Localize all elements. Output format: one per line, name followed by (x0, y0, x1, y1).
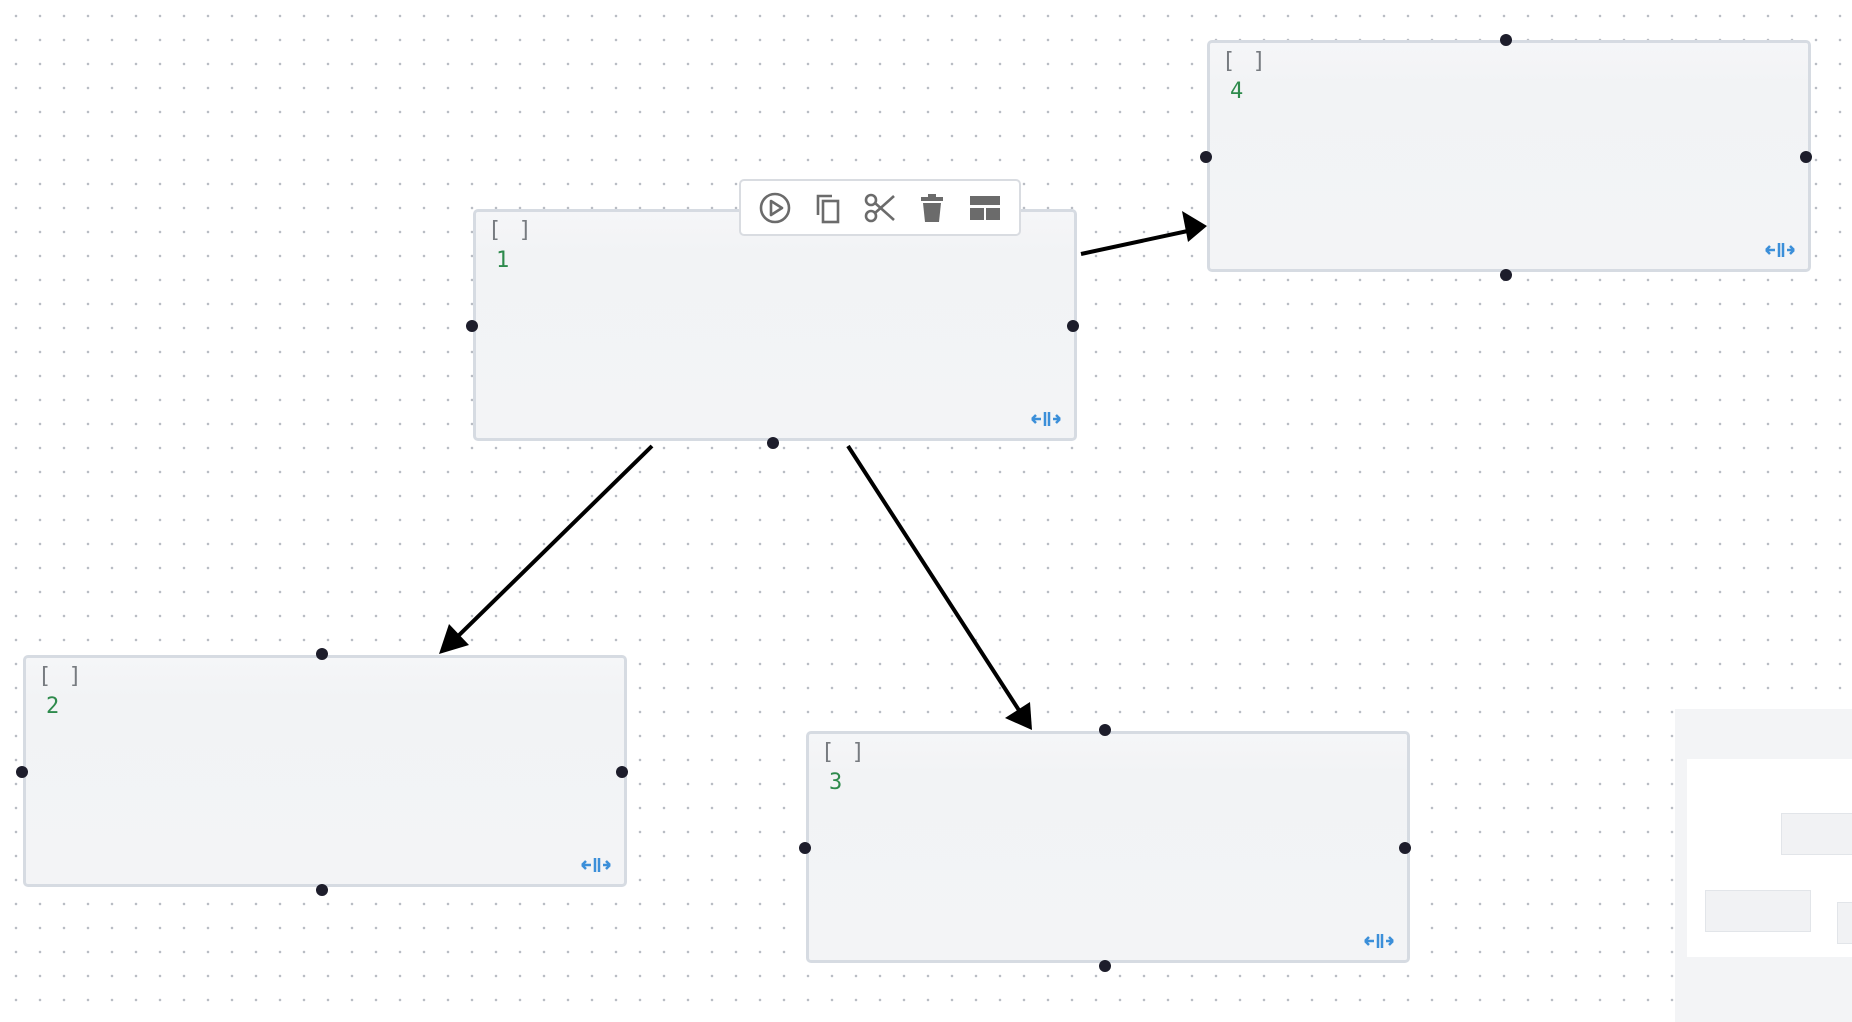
resize-horizontal-icon[interactable] (1030, 410, 1062, 428)
edge-1-to-2[interactable] (439, 444, 654, 654)
scissors-icon (864, 193, 895, 222)
node-3-handle-bottom[interactable] (1099, 960, 1111, 972)
resize-horizontal-icon[interactable] (580, 856, 612, 874)
node-value: 4 (1230, 79, 1244, 104)
node-toolbar (739, 179, 1021, 236)
minimap-viewport (1687, 759, 1852, 957)
node-4-handle-left[interactable] (1200, 151, 1212, 163)
layout-button[interactable] (964, 187, 1006, 229)
node-3-handle-top[interactable] (1099, 724, 1111, 736)
run-button[interactable] (754, 187, 796, 229)
node-4-handle-right[interactable] (1800, 151, 1812, 163)
minimap-node (1781, 813, 1852, 855)
node-3-handle-right[interactable] (1399, 842, 1411, 854)
node-1-handle-left[interactable] (466, 320, 478, 332)
layout-icon (969, 195, 1000, 220)
node-2-handle-right[interactable] (616, 766, 628, 778)
node-1[interactable]: [ ] 1 (473, 209, 1077, 441)
node-1-handle-right[interactable] (1067, 320, 1079, 332)
delete-button[interactable] (911, 187, 953, 229)
minimap-node (1837, 902, 1852, 944)
trash-icon (921, 193, 944, 222)
node-4[interactable]: [ ] 4 (1207, 40, 1811, 272)
node-type-label: [ ] (1222, 49, 1268, 74)
copy-icon (816, 194, 839, 223)
node-value: 1 (496, 248, 510, 273)
node-2-handle-bottom[interactable] (316, 884, 328, 896)
node-1-handle-bottom[interactable] (767, 437, 779, 449)
minimap-node (1705, 890, 1811, 932)
node-4-handle-bottom[interactable] (1500, 269, 1512, 281)
node-value: 3 (829, 770, 843, 795)
cut-button[interactable] (859, 187, 901, 229)
node-type-label: [ ] (488, 218, 534, 243)
node-type-label: [ ] (821, 740, 867, 765)
node-4-handle-top[interactable] (1500, 34, 1512, 46)
node-2-handle-left[interactable] (16, 766, 28, 778)
node-3-handle-left[interactable] (799, 842, 811, 854)
edge-1-to-3[interactable] (846, 444, 1032, 730)
node-3[interactable]: [ ] 3 (806, 731, 1410, 963)
node-2-handle-top[interactable] (316, 648, 328, 660)
edge-1-to-4[interactable] (1080, 211, 1207, 256)
play-circle-icon (759, 192, 791, 223)
resize-horizontal-icon[interactable] (1764, 241, 1796, 259)
minimap[interactable] (1675, 709, 1852, 1022)
node-value: 2 (46, 694, 60, 719)
copy-button[interactable] (807, 187, 849, 229)
node-2[interactable]: [ ] 2 (23, 655, 627, 887)
node-type-label: [ ] (38, 664, 84, 689)
resize-horizontal-icon[interactable] (1363, 932, 1395, 950)
